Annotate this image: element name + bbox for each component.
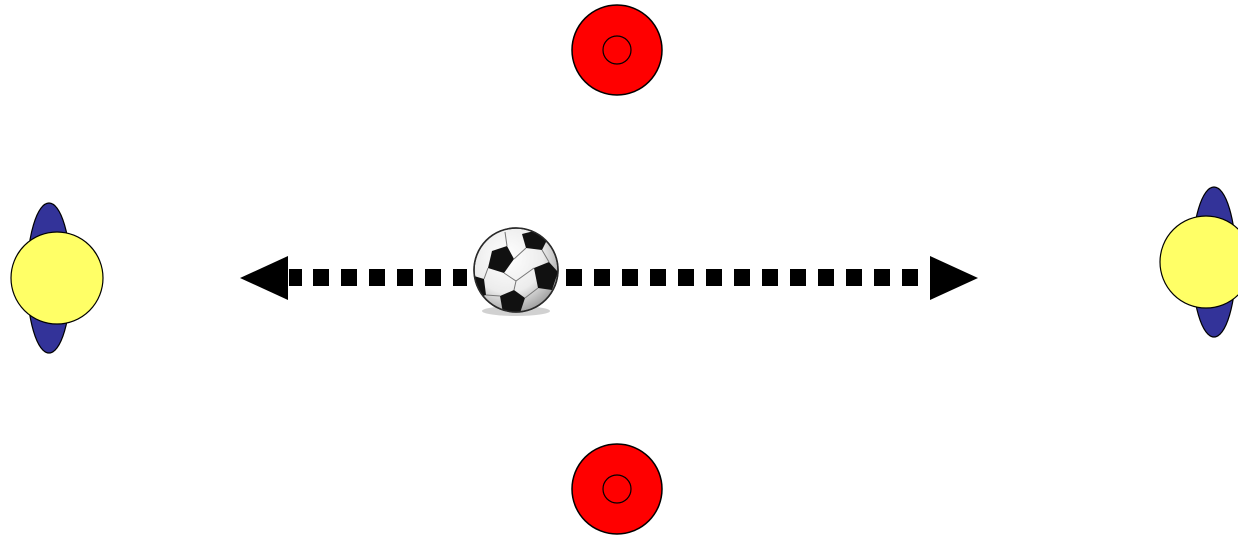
arrow-left-dash: [453, 269, 467, 286]
cone-top-inner: [603, 36, 631, 64]
arrow-right-dash: [566, 269, 582, 286]
cone-bottom-inner: [603, 475, 631, 503]
arrow-right-dash: [706, 269, 722, 286]
arrow-left-dash: [313, 269, 329, 286]
soccer-ball-icon: [472, 228, 558, 316]
arrow-right-dash: [790, 269, 806, 286]
cone-top: [572, 5, 662, 95]
arrow-right-dash: [874, 269, 890, 286]
cone-bottom: [572, 444, 662, 534]
arrow-right-dash: [678, 269, 694, 286]
player-left: [11, 203, 103, 353]
arrow-left-dash: [397, 269, 413, 286]
arrow-left-dash: [425, 269, 441, 286]
arrow-right-dash: [594, 269, 610, 286]
arrow-left-dash: [341, 269, 357, 286]
arrow-right-dash: [650, 269, 666, 286]
player-left-head: [11, 232, 103, 324]
player-right-head: [1160, 216, 1238, 308]
ball-panel: [472, 276, 486, 298]
arrow-left-head: [240, 256, 288, 300]
arrow-left-dash: [289, 269, 302, 286]
arrow-right: [566, 256, 978, 300]
arrow-right-dash: [818, 269, 834, 286]
arrow-right-dash: [622, 269, 638, 286]
arrow-left: [240, 256, 467, 300]
arrow-right-dash: [762, 269, 778, 286]
arrow-right-dash: [734, 269, 750, 286]
arrow-left-dash: [369, 269, 385, 286]
arrow-right-dash: [846, 269, 862, 286]
arrow-right-dash: [902, 269, 918, 286]
arrow-right-head: [930, 256, 978, 300]
player-right: [1160, 187, 1238, 337]
